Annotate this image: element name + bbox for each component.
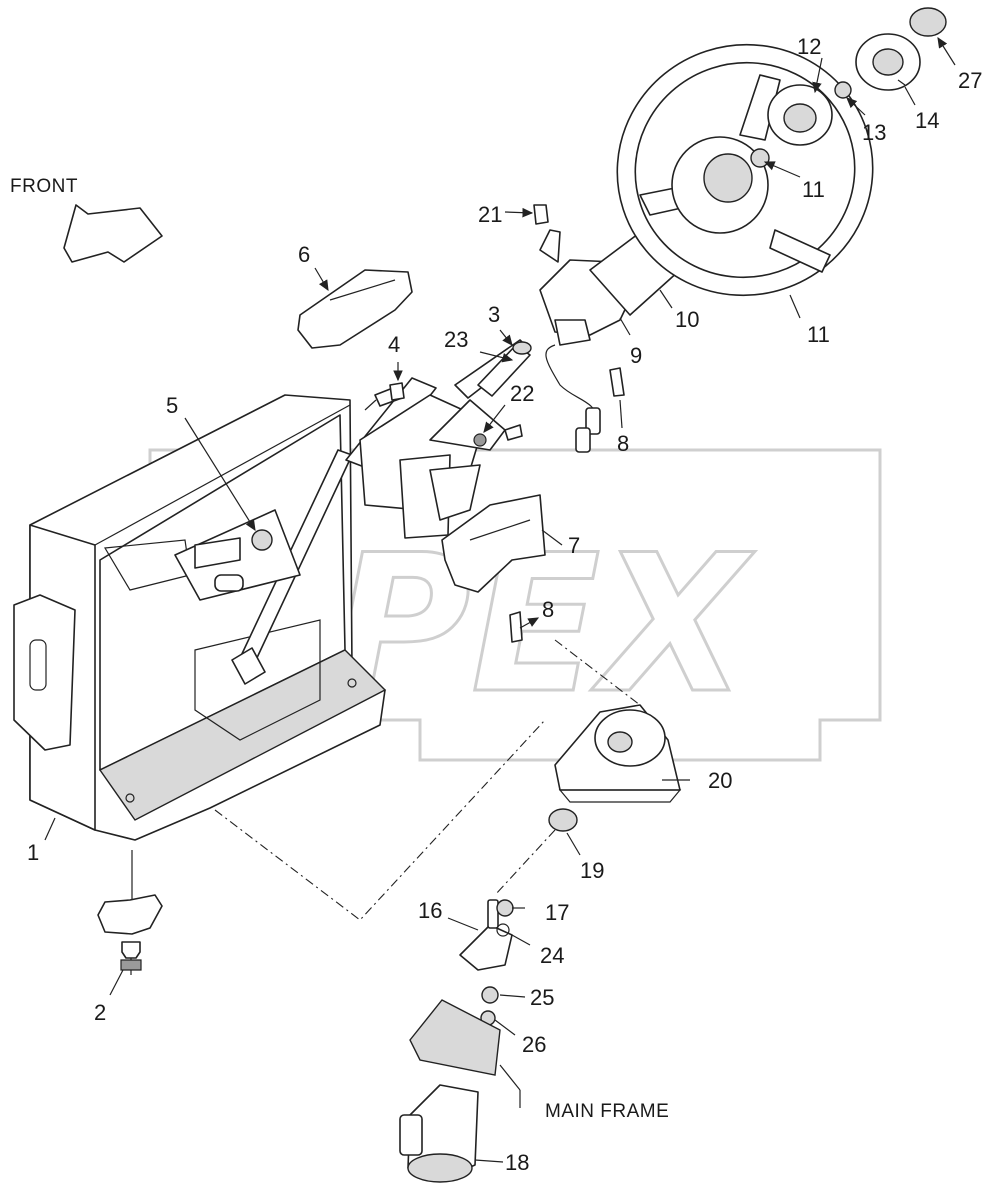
callout-3: 3 [488, 302, 500, 327]
callout-1: 1 [27, 840, 39, 865]
callout-26: 26 [522, 1032, 546, 1057]
upper-column-cover [297, 269, 413, 349]
alignment-line-b [554, 639, 641, 706]
callout-24: 24 [540, 943, 564, 968]
front-label: FRONT [10, 176, 78, 197]
callout-16: 16 [418, 898, 442, 923]
callout-8-upper: 8 [617, 431, 629, 456]
lower-column-cover [441, 494, 546, 593]
steering-unit [399, 1084, 479, 1183]
callout-12: 11 [802, 177, 825, 202]
screw-lower [509, 611, 540, 643]
callout-4: 4 [388, 332, 400, 357]
callout-2: 2 [94, 1000, 106, 1025]
callout-14: 13 [862, 120, 886, 145]
callout-15: 14 [915, 108, 939, 133]
callout-7: 7 [568, 533, 580, 558]
main-frame-label: MAIN FRAME [545, 1101, 669, 1122]
base-bracket [97, 850, 163, 975]
callout-11: 11 [807, 322, 830, 347]
nut-12 [750, 148, 770, 168]
callout-17: 17 [545, 900, 569, 925]
callout-27: 27 [958, 68, 982, 93]
main-frame-plate [409, 999, 521, 1108]
screw-upper [609, 367, 625, 397]
screw-21 [533, 204, 549, 225]
bushing-19 [548, 808, 578, 832]
alignment-line-a [214, 719, 546, 921]
leader-lines [44, 36, 956, 1163]
callout-8-lower: 8 [542, 597, 554, 622]
callout-21: 21 [478, 202, 502, 227]
callout-19: 19 [580, 858, 604, 883]
callout-labels: 12 27 14 13 11 21 6 10 11 3 23 9 4 5 22 … [27, 34, 982, 1175]
callout-13: 12 [797, 34, 821, 59]
nut-14 [834, 81, 852, 99]
column-bracket [174, 509, 301, 601]
callout-23: 23 [444, 327, 468, 352]
callout-9: 9 [630, 343, 642, 368]
callout-10: 10 [675, 307, 699, 332]
front-arrow-icon [63, 204, 163, 263]
wheel-hub [767, 84, 833, 146]
callout-18: 18 [505, 1150, 529, 1175]
cap-ring [855, 33, 921, 91]
callout-6: 6 [298, 242, 310, 267]
callout-22: 22 [510, 381, 534, 406]
wiring-harness [545, 344, 601, 453]
steering-valve-bracket [459, 899, 514, 1026]
callout-20: 20 [708, 768, 732, 793]
horn-cap [909, 7, 947, 37]
callout-5: 5 [166, 393, 178, 418]
bolt-4 [389, 382, 405, 401]
column-boot [554, 704, 682, 803]
callout-25: 25 [530, 985, 554, 1010]
alignment-line-c [494, 829, 556, 896]
dashboard-panel [13, 394, 387, 841]
